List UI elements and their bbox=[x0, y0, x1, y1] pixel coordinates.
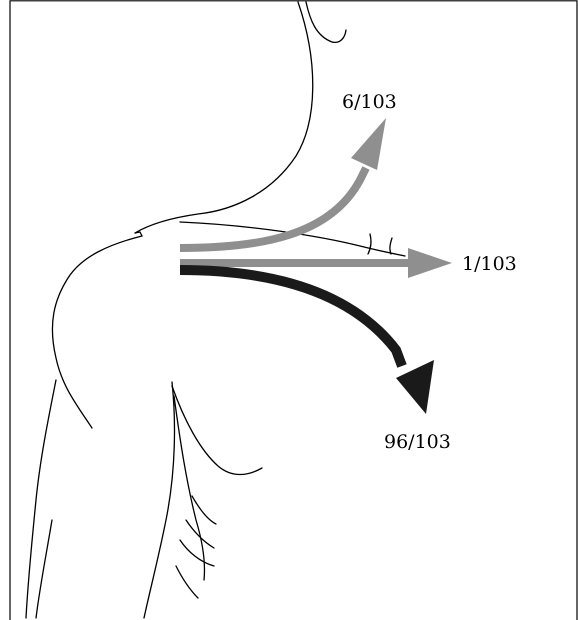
label-downward: 96/103 bbox=[384, 431, 451, 453]
bony-mark-1 bbox=[368, 234, 371, 254]
rib-line-4 bbox=[176, 566, 198, 598]
shoulder-notch bbox=[135, 232, 142, 236]
neck-line bbox=[135, 2, 313, 233]
figure-frame bbox=[10, 1, 577, 620]
shoulder-contour bbox=[52, 236, 142, 428]
bony-mark-2 bbox=[390, 238, 392, 254]
chest-line bbox=[174, 396, 205, 580]
arrow-up-head bbox=[351, 118, 386, 170]
arrows bbox=[180, 118, 452, 414]
label-horizontal: 1/103 bbox=[462, 253, 517, 275]
jaw-curve bbox=[306, 2, 346, 42]
label-upward: 6/103 bbox=[342, 91, 397, 113]
arrow-down-head bbox=[396, 360, 434, 414]
arrow-horizontal-head bbox=[408, 248, 452, 278]
arm-line-left bbox=[36, 520, 52, 618]
arrow-up-shaft bbox=[180, 168, 366, 248]
arrow-horizontal-shaft bbox=[180, 259, 412, 267]
torso-line bbox=[172, 386, 262, 475]
arrow-down-shaft bbox=[180, 270, 402, 366]
armpit-line bbox=[144, 382, 174, 618]
